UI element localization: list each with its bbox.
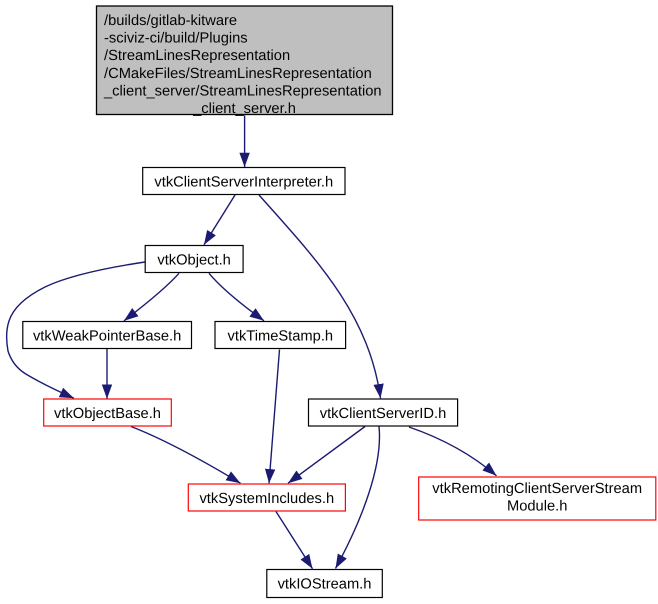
svg-text:/StreamLinesRepresentation: /StreamLinesRepresentation [104, 48, 290, 64]
svg-text:vtkSystemIncludes.h: vtkSystemIncludes.h [199, 491, 334, 507]
svg-text:/builds/gitlab-kitware: /builds/gitlab-kitware [104, 13, 237, 29]
svg-text:/CMakeFiles/StreamLinesReprese: /CMakeFiles/StreamLinesRepresentation [104, 66, 372, 82]
svg-text:-sciviz-ci/build/Plugins: -sciviz-ci/build/Plugins [104, 31, 248, 47]
svg-text:vtkTimeStamp.h: vtkTimeStamp.h [228, 328, 334, 344]
svg-text:vtkObject.h: vtkObject.h [157, 252, 230, 268]
svg-text:vtkObjectBase.h: vtkObjectBase.h [54, 406, 161, 422]
svg-text:vtkRemotingClientServerStream: vtkRemotingClientServerStream [432, 481, 642, 497]
svg-text:_client_server/StreamLinesRepr: _client_server/StreamLinesRepresentation [103, 83, 382, 99]
svg-text:vtkWeakPointerBase.h: vtkWeakPointerBase.h [33, 328, 181, 344]
svg-text:_client_server.h: _client_server.h [192, 101, 296, 117]
svg-text:vtkClientServerInterpreter.h: vtkClientServerInterpreter.h [154, 174, 333, 190]
svg-text:vtkIOStream.h: vtkIOStream.h [278, 576, 372, 592]
svg-text:vtkClientServerID.h: vtkClientServerID.h [320, 406, 447, 422]
svg-text:Module.h: Module.h [507, 499, 567, 515]
